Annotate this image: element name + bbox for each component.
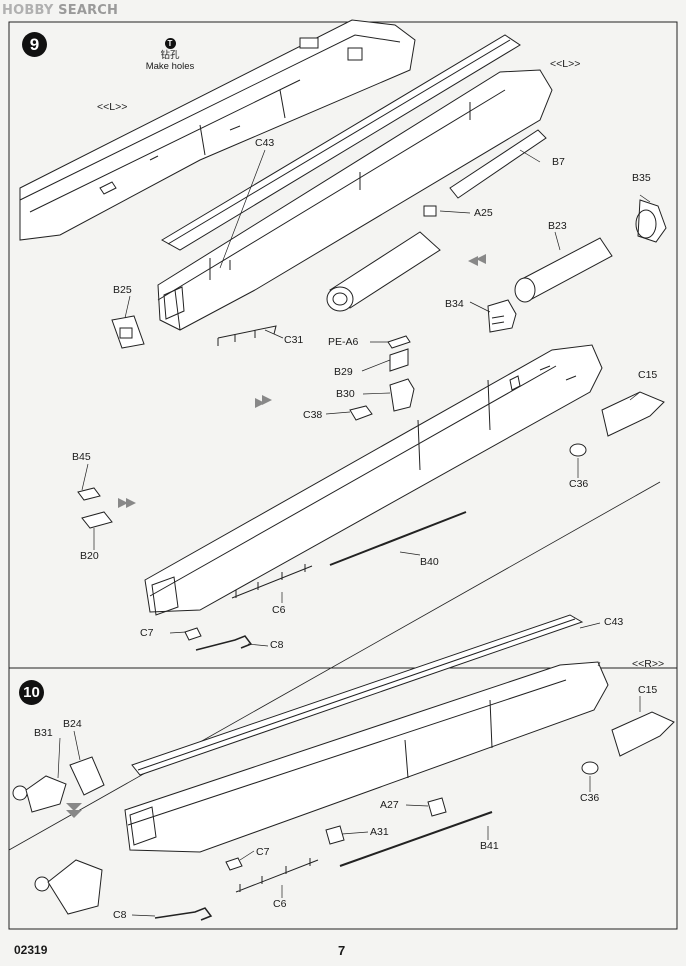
label-c6-lower: C6 xyxy=(273,898,287,910)
label-b30: B30 xyxy=(336,388,355,400)
page-number: 7 xyxy=(338,943,346,958)
label-c38: C38 xyxy=(303,409,323,421)
make-holes-note: T 钻孔 Make holes xyxy=(140,38,200,72)
label-c31: C31 xyxy=(284,334,304,346)
c8-part xyxy=(195,635,253,651)
pe-a6-part xyxy=(387,335,411,349)
step-9-badge: 9 xyxy=(22,32,47,57)
b31-b24-parts xyxy=(12,756,105,813)
a31-part xyxy=(325,825,345,845)
b25-part xyxy=(111,315,145,349)
b23-part xyxy=(514,237,613,303)
label-b35: B35 xyxy=(632,172,651,184)
b35-part xyxy=(635,199,667,243)
c8-lower-part xyxy=(154,907,213,921)
label-c43-upper: C43 xyxy=(255,137,275,149)
b20-part xyxy=(81,511,113,529)
c36-upper xyxy=(569,443,587,457)
label-b20: B20 xyxy=(80,550,99,562)
label-l-upper-right: <<L>> xyxy=(550,58,581,70)
c6-lower-part xyxy=(235,858,319,893)
label-b25: B25 xyxy=(113,284,132,296)
label-c8-lower: C8 xyxy=(113,909,127,921)
note-chinese: 钻孔 xyxy=(160,50,180,61)
upper-left-beam xyxy=(19,19,416,241)
label-c8-upper: C8 xyxy=(270,639,284,651)
b30-part xyxy=(389,378,415,412)
b41-rod xyxy=(339,811,493,867)
label-b29: B29 xyxy=(334,366,353,378)
b29-part xyxy=(389,348,409,372)
label-c7-lower: C7 xyxy=(256,846,270,858)
label-l-upper-left: <<L>> xyxy=(97,101,128,113)
label-c6-upper: C6 xyxy=(272,604,286,616)
step-10-badge: 10 xyxy=(19,680,44,705)
label-a31: A31 xyxy=(370,826,389,838)
label-b31: B31 xyxy=(34,727,53,739)
label-b45: B45 xyxy=(72,451,91,463)
label-b7: B7 xyxy=(552,156,565,168)
label-b41: B41 xyxy=(480,840,499,852)
c43-cover-upper xyxy=(160,34,521,251)
c15-lower xyxy=(611,711,675,757)
label-a25: A25 xyxy=(474,207,493,219)
c15-upper xyxy=(601,391,665,437)
page-frame xyxy=(8,21,678,930)
label-c36-upper: C36 xyxy=(569,478,589,490)
label-c15-upper: C15 xyxy=(638,369,658,381)
b34-part xyxy=(487,299,517,333)
label-b24: B24 xyxy=(63,718,82,730)
c6-part xyxy=(231,564,313,599)
c38-part xyxy=(349,405,373,421)
label-c7-upper: C7 xyxy=(140,627,154,639)
direction-arrows xyxy=(66,254,486,818)
product-code: 02319 xyxy=(14,943,48,957)
upper-right-beam xyxy=(157,69,553,331)
c43-cover-lower xyxy=(131,614,584,776)
central-cylinder xyxy=(326,231,441,312)
assembled-b31-b24 xyxy=(34,859,103,915)
a27-part xyxy=(427,797,447,817)
lower-beam xyxy=(124,661,609,853)
watermark-logo: HOBBY SEARCH xyxy=(2,3,119,18)
label-c43-lower: C43 xyxy=(604,616,624,628)
b40-rod xyxy=(329,511,467,566)
label-b23: B23 xyxy=(548,220,567,232)
middle-beam xyxy=(144,344,603,616)
c7-lower-part xyxy=(225,857,243,871)
leader-lines xyxy=(57,149,651,917)
a25-part xyxy=(423,205,437,217)
tool-t-icon: T xyxy=(164,38,176,49)
c7-part xyxy=(184,627,202,641)
label-c36-lower: C36 xyxy=(580,792,600,804)
diagonal-divider xyxy=(8,481,661,851)
label-c15-lower: C15 xyxy=(638,684,658,696)
label-r-lower: <<R>> xyxy=(632,658,665,670)
label-pe-a6: PE-A6 xyxy=(328,336,359,348)
b7-part xyxy=(449,129,547,199)
b45-part xyxy=(77,487,101,501)
c36-lower xyxy=(581,761,599,775)
c31-part xyxy=(217,325,277,346)
label-b34: B34 xyxy=(445,298,464,310)
label-b40: B40 xyxy=(420,556,439,568)
note-english: Make holes xyxy=(145,61,195,72)
label-a27: A27 xyxy=(380,799,399,811)
